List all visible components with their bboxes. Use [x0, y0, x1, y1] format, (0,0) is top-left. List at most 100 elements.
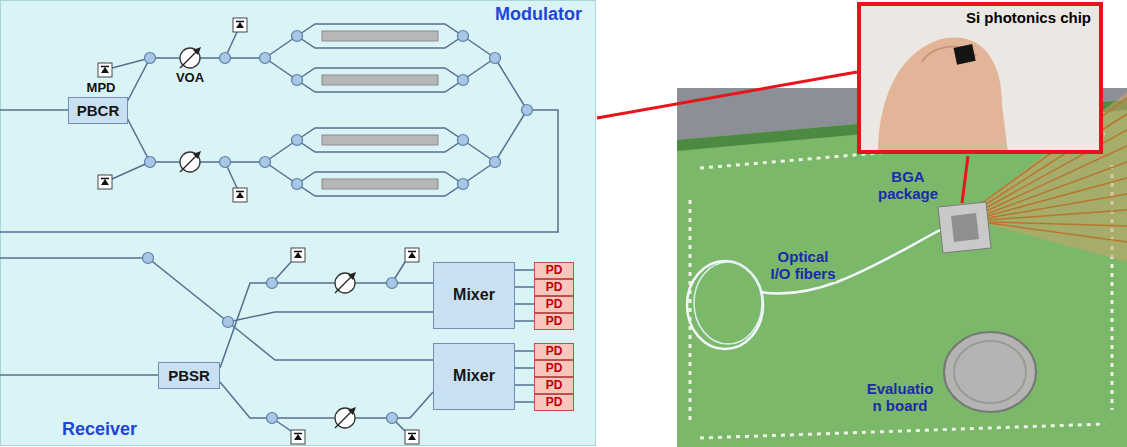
text-holder: PBSR — [168, 367, 210, 384]
waveguide — [0, 374, 170, 376]
monitor-photodiode — [233, 18, 247, 32]
waveguide-connector — [515, 286, 534, 288]
fiber-loop — [694, 262, 762, 344]
monitor-photodiode — [405, 430, 419, 444]
text-holder: PD — [546, 395, 563, 410]
waveguide-connector — [515, 350, 534, 352]
section-title: Receiver — [62, 419, 137, 439]
fiber-loop — [687, 261, 763, 349]
monitor-photodiode — [98, 175, 112, 189]
monitor-photodiode — [236, 191, 244, 193]
monitor-photodiode — [101, 178, 109, 180]
coupler-dot — [490, 53, 501, 64]
coupler-dot — [143, 253, 154, 264]
monitor-photodiode — [101, 67, 109, 73]
voa-symbol — [335, 411, 352, 428]
waveguide — [0, 24, 558, 431]
monitor-photodiode — [408, 251, 416, 253]
box-label: PBCR — [77, 102, 120, 119]
text-holder: PD — [546, 297, 563, 312]
waveguide-connector — [515, 401, 534, 403]
chip-callout-box: Si photonics chip — [857, 2, 1103, 154]
box-label: PD — [546, 344, 563, 358]
photodiode-box: PD — [534, 343, 574, 360]
mixer-box: Mixer — [433, 343, 515, 410]
photodiode-box: PD — [534, 296, 574, 313]
text-holder: PBCR — [77, 102, 120, 119]
box-label: PBSR — [168, 367, 210, 384]
waveguide — [0, 58, 558, 232]
photodiode-box: PD — [534, 377, 574, 394]
monitor-photodiode — [101, 179, 109, 185]
photodiode-box: PD — [534, 279, 574, 296]
callout-label: VOA — [176, 70, 204, 85]
waveguide-connector — [515, 384, 534, 386]
voa-symbol — [193, 47, 201, 55]
coupler-dot — [260, 53, 271, 64]
coupler-dot — [220, 157, 231, 168]
text-holder: Mixer — [453, 367, 495, 385]
monitor-photodiode — [291, 248, 305, 262]
waveguide — [0, 258, 440, 360]
waveguide-connector — [515, 303, 534, 305]
monitor-photodiode — [98, 63, 112, 77]
monitor-photodiode — [236, 21, 244, 23]
coupler-dot — [292, 31, 303, 42]
section-title: Modulator — [495, 4, 582, 24]
monitor-photodiode — [294, 252, 302, 258]
monitor-photodiode — [233, 188, 247, 202]
text-holder: PD — [546, 314, 563, 329]
text-holder: PD — [546, 263, 563, 278]
coin — [944, 332, 1036, 412]
mixer-box: Mixer — [433, 262, 515, 329]
voa-symbol — [335, 272, 356, 293]
coupler-dot — [292, 75, 303, 86]
coupler-dot — [387, 413, 398, 424]
waveguide — [297, 68, 463, 92]
voa-symbol — [348, 272, 356, 280]
finger — [878, 38, 1008, 154]
waveguide — [112, 162, 150, 179]
photodiode-box: PD — [534, 313, 574, 330]
monitor-photodiode — [98, 18, 419, 444]
bga-lid — [951, 213, 979, 242]
waveguide-connector — [515, 320, 534, 322]
splitter-box: PBSR — [158, 362, 220, 389]
photodiode-box: PD — [534, 262, 574, 279]
waveguide-connector — [515, 367, 534, 369]
voa-symbol — [335, 273, 355, 293]
box-label: Mixer — [453, 286, 495, 303]
monitor-photodiode — [408, 252, 416, 258]
text-holder: Receiver — [62, 419, 137, 440]
coupler-dot — [387, 278, 398, 289]
coupler-dot — [458, 31, 469, 42]
box-label: PD — [546, 297, 563, 311]
waveguide — [297, 172, 463, 196]
voa-symbol — [180, 51, 197, 68]
monitor-photodiode — [233, 188, 247, 202]
box-label: PD — [546, 395, 563, 409]
system-panel: ModulatorReceiverPBCRMixerPDPDPDPDPBSRMi… — [0, 0, 596, 446]
fiber-lead — [760, 230, 940, 294]
coupler-dot — [522, 105, 533, 116]
waveguide — [272, 262, 405, 431]
box-label: Mixer — [453, 367, 495, 384]
box-label: PD — [546, 280, 563, 294]
monitor-photodiode — [233, 18, 247, 32]
label-holder: Evaluatio n board — [862, 380, 938, 415]
waveguide-connector — [220, 283, 433, 368]
phase-shifter — [322, 135, 438, 145]
box-label: PD — [546, 378, 563, 392]
waveguide — [297, 24, 463, 48]
voa-symbol — [180, 151, 201, 172]
voa-symbol — [335, 276, 352, 293]
voa-symbol — [180, 48, 200, 68]
monitor-photodiode — [408, 434, 416, 440]
text-holder: PD — [546, 361, 563, 376]
monitor-photodiode — [291, 248, 305, 262]
phase-shifter — [322, 75, 438, 85]
callout-label: Optical I/O fibers — [770, 248, 835, 282]
coupler-dot — [220, 53, 231, 64]
callout-label: BGA package — [878, 168, 938, 202]
coupler-dot — [267, 278, 278, 289]
